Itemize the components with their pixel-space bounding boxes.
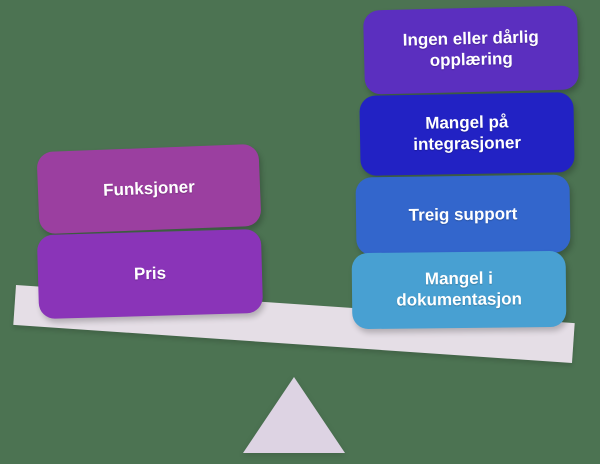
card-mangel-pa-integrasjoner[interactable]: Mangel på integrasjoner xyxy=(359,92,575,176)
card-integrasjoner-label: Mangel på integrasjoner xyxy=(413,112,522,154)
card-opplaering-label: Ingen eller dårlig opplæring xyxy=(402,27,539,71)
balance-fulcrum xyxy=(243,377,345,453)
card-funksjoner[interactable]: Funksjoner xyxy=(36,143,262,235)
card-support-label: Treig support xyxy=(408,203,518,225)
card-dokumentasjon-label: Mangel i dokumentasjon xyxy=(396,268,523,310)
card-funksjoner-label: Funksjoner xyxy=(102,176,196,200)
card-pris-label: Pris xyxy=(133,263,167,284)
card-ingen-eller-darlig-opplaering[interactable]: Ingen eller dårlig opplæring xyxy=(363,5,579,95)
card-treig-support[interactable]: Treig support xyxy=(355,174,571,256)
card-pris[interactable]: Pris xyxy=(36,228,264,320)
card-mangel-i-dokumentasjon[interactable]: Mangel i dokumentasjon xyxy=(351,250,567,330)
